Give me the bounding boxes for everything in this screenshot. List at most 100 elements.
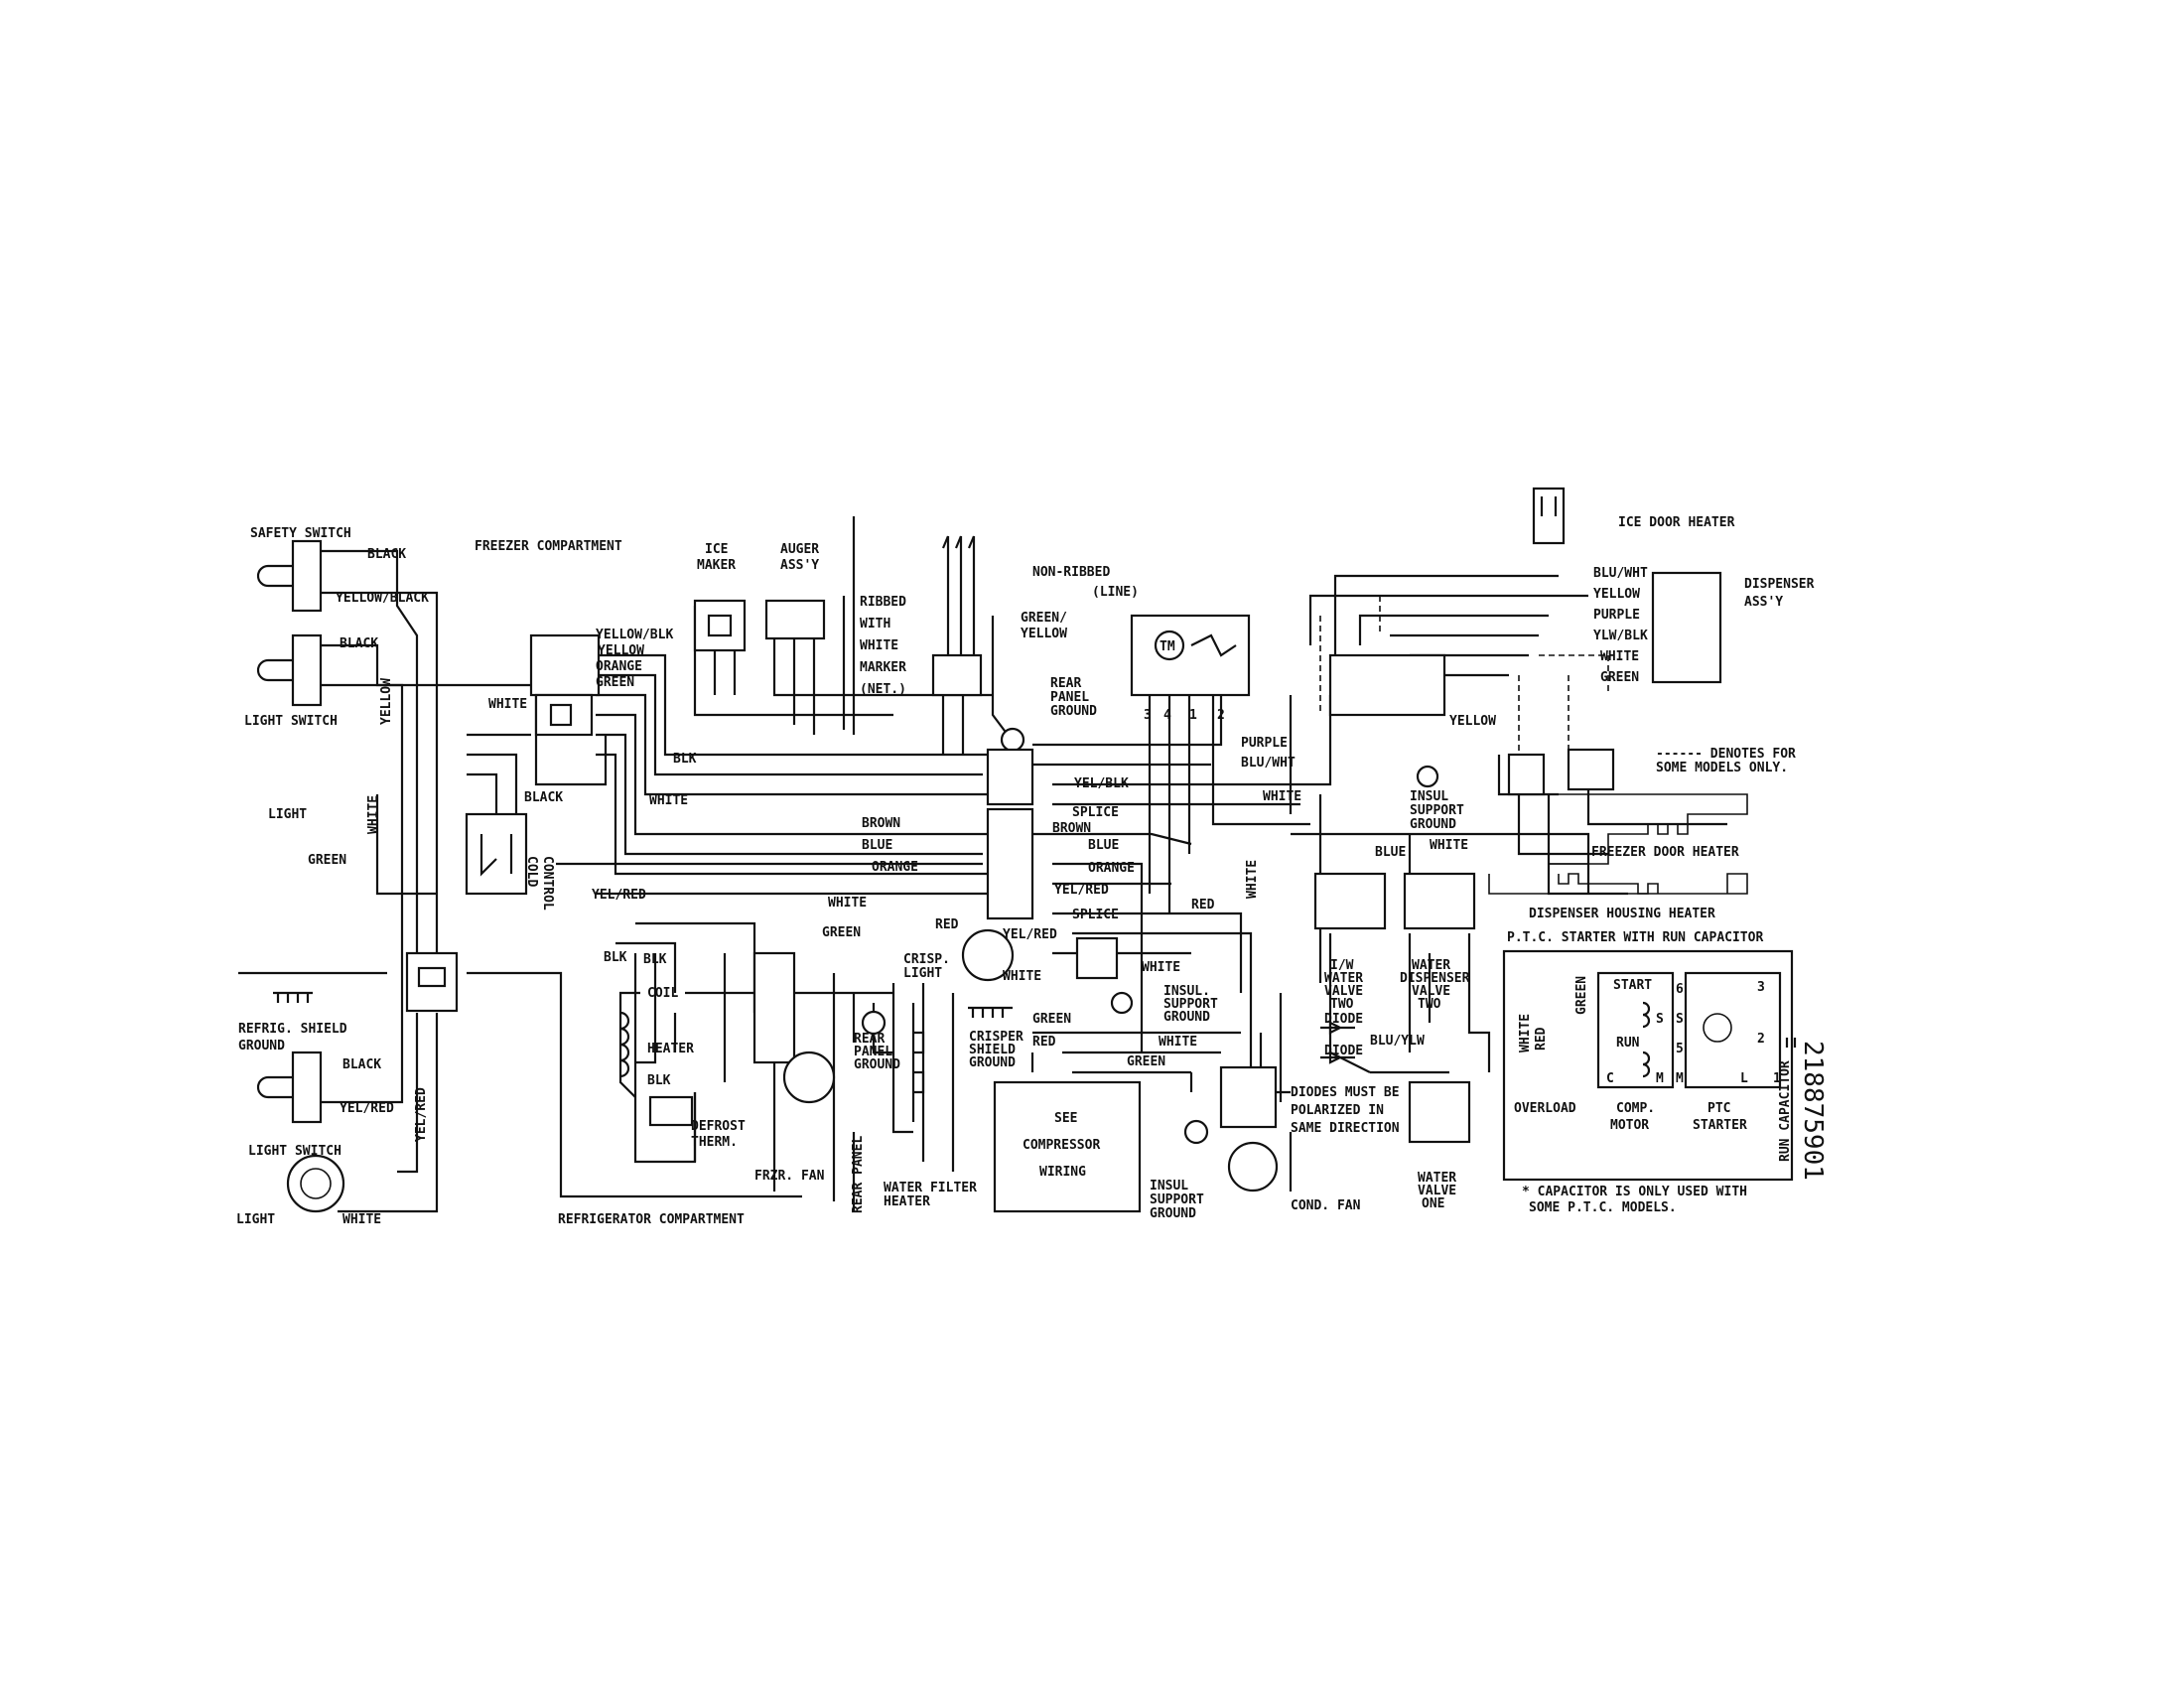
label-ground-top: GROUND (1050, 704, 1097, 719)
label-blk-coil: BLK (643, 952, 667, 967)
label-ice: ICE (705, 542, 728, 557)
label-light-crisp: LIGHT (903, 966, 942, 981)
left-connector (405, 951, 459, 1013)
label-insul-mid: INSUL. (1163, 984, 1210, 999)
wire-blue: BLUE (862, 838, 892, 853)
wire-brown: BROWN (862, 816, 900, 831)
light-bulb-bottom (286, 1154, 345, 1213)
label-see: SEE (1054, 1111, 1077, 1126)
label-tm-1: 1 (1189, 708, 1197, 723)
wire-brown-center: BROWN (1052, 821, 1091, 836)
label-maker: MAKER (697, 558, 736, 573)
wire-red-comp: RED (1032, 1035, 1056, 1050)
rear-panel-ground-mid (861, 1010, 887, 1036)
coil-heater (618, 991, 640, 1098)
label-ground-bottom: GROUND (1150, 1206, 1196, 1221)
label-panel-top: PANEL (1050, 690, 1089, 705)
freezer-fan-housing (752, 951, 796, 1064)
label-refrig-shield: REFRIG. SHIELD (238, 1022, 347, 1037)
label-ribbed: RIBBED (860, 595, 906, 610)
wire-blue-center: BLUE (1088, 838, 1119, 853)
label-safety-switch: SAFETY SWITCH (250, 526, 351, 541)
wire-white-center: WHITE (1263, 789, 1301, 804)
wire-yellow-left: YELLOW (379, 678, 394, 725)
label-rear-panel: REAR PANEL (851, 1136, 866, 1213)
dispenser-assy (1651, 571, 1722, 684)
iw-water-valve-two (1313, 872, 1387, 930)
wire-splice-1: SPLICE (1072, 805, 1119, 820)
wire-green-fc: GREEN (596, 675, 634, 690)
label-rear-mid: REAR (854, 1032, 885, 1047)
crisp-light (961, 928, 1015, 982)
label-motor: MOTOR (1610, 1118, 1649, 1133)
small-connector-b (1567, 748, 1615, 791)
label-denotes-1: ------ DENOTES FOR (1656, 747, 1796, 762)
label-run-capacitor: RUN CAPACITOR (1778, 1060, 1793, 1162)
label-dispenser-housing-heater: DISPENSER HOUSING HEATER (1529, 907, 1715, 921)
label-crisper: CRISPER (969, 1030, 1024, 1045)
freezer-fan (782, 1051, 836, 1104)
comp-motor (1596, 971, 1675, 1089)
label-run: RUN (1616, 1036, 1640, 1051)
wire-blk-2: BLK (604, 950, 627, 965)
wire-yel-red-center: YEL/RED (1054, 883, 1109, 898)
wire-purple-disp: PURPLE (1593, 608, 1640, 623)
label-ptc: PTC (1707, 1101, 1730, 1116)
label-ptc-m1: M (1656, 1071, 1664, 1086)
label-insul-top-2: SUPPORT (1410, 803, 1464, 818)
label-tm: TM (1160, 639, 1175, 654)
cold-control (465, 812, 528, 896)
label-dispenser: DISPENSER (1744, 577, 1815, 592)
crisper-shield-ground (968, 1006, 1013, 1018)
ptc-starter (1684, 971, 1782, 1089)
cond-fan (1227, 1141, 1279, 1193)
label-diodes-2: POLARIZED IN (1291, 1103, 1384, 1118)
label-therm: THERM. (691, 1135, 738, 1150)
safety-switch (291, 539, 323, 613)
label-ground-insul-mid: GROUND (1163, 1010, 1210, 1025)
wire-blu-wht-center: BLU/WHT (1241, 756, 1296, 771)
label-with: WITH (860, 617, 890, 632)
label-ptc-1: 1 (1773, 1071, 1781, 1086)
label-wiring: WIRING (1039, 1165, 1086, 1180)
wire-yellow-fc: YELLOW (598, 643, 644, 658)
dispenser-connector (1328, 653, 1446, 717)
wire-white-mid2: WHITE (828, 896, 867, 911)
crisp-light-connector (1075, 936, 1119, 980)
auger-assy (764, 599, 826, 640)
label-ptc-starter-run-cap: P.T.C. STARTER WITH RUN CAPACITOR (1507, 930, 1763, 945)
wire-black-cc: BLACK (524, 790, 563, 805)
label-heater-wf: HEATER (884, 1194, 930, 1209)
defrost-therm (648, 1095, 694, 1127)
label-insul-top-1: INSUL (1410, 789, 1448, 804)
insul-support-ground-bottom (1183, 1119, 1209, 1145)
wire-green-left: GREEN (308, 853, 346, 868)
wire-green-ptc: GREEN (1574, 976, 1589, 1015)
label-start: START (1613, 978, 1652, 993)
wire-white-vertical: WHITE (1245, 860, 1260, 899)
label-ptc-6: 6 (1676, 982, 1684, 997)
label-denotes-2: SOME MODELS ONLY. (1656, 761, 1788, 775)
label-two-iw: TWO (1330, 997, 1354, 1012)
insul-support-ground-top (1416, 765, 1439, 788)
light-switch-bottom (291, 1051, 323, 1124)
label-comp: COMP. (1616, 1101, 1655, 1116)
label-ptc-5: 5 (1676, 1042, 1684, 1056)
wire-white-bottom: WHITE (342, 1212, 381, 1227)
wire-white-mid: WHITE (649, 793, 688, 808)
wire-white-fc: WHITE (488, 697, 527, 712)
label-diode-2: DIODE (1324, 1044, 1363, 1058)
label-valve-wv1: VALVE (1418, 1184, 1456, 1198)
label-ptc-2: 2 (1757, 1032, 1765, 1047)
light-switch-top (291, 633, 323, 707)
label-part-number: 218875901 (1798, 1041, 1828, 1181)
freezer-connector-a (529, 633, 601, 697)
label-panel-mid: PANEL (854, 1045, 892, 1059)
wire-yel-red-bottom: YEL/RED (340, 1101, 394, 1116)
wire-green-crisp: GREEN (1032, 1012, 1071, 1027)
timer-box (1130, 614, 1251, 697)
refrig-shield-ground-symbol (273, 991, 313, 1003)
wire-yellow-blk: YELLOW/BLK (596, 628, 673, 642)
wire-ylw-blk-disp: YLW/BLK (1593, 629, 1648, 643)
